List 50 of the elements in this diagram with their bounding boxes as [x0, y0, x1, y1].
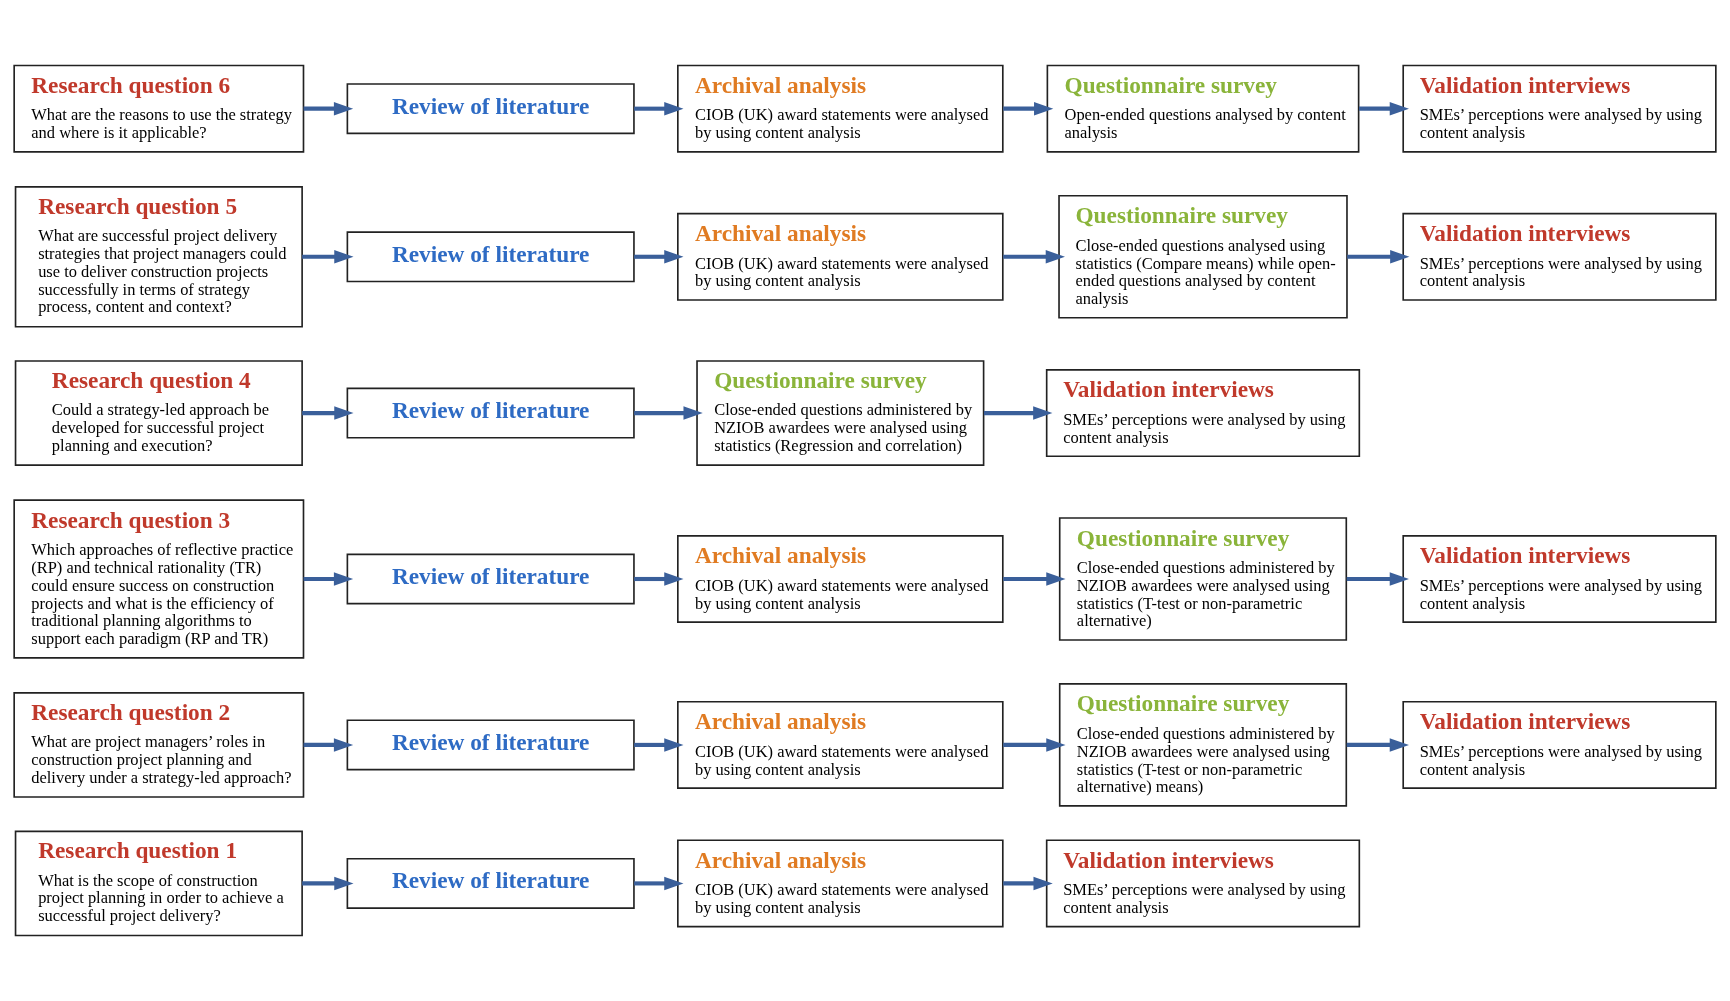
arrow: [1346, 738, 1409, 752]
arrow: [302, 876, 354, 891]
node-box: Review of literature: [346, 83, 635, 135]
arrow: [1359, 101, 1409, 116]
node-box: Research question 6 What are the reasons to use the strategy and where is it applicable?: [13, 64, 305, 153]
node-box: Research question 4 Could a strategy-led approach be developed for successful project planning and execution?: [14, 360, 303, 466]
arrow: [1003, 572, 1066, 586]
node-box: Validation interviews SMEs’ perceptions were analysed by using content analysis: [1402, 64, 1717, 153]
arrow: [634, 406, 703, 420]
node-box: Archival analysis CIOB (UK) award statements were analysed by using content analysis: [677, 64, 1004, 153]
node-box: Archival analysis CIOB (UK) award statements were analysed by using content analysis: [677, 700, 1004, 789]
arrow: [302, 250, 354, 264]
arrow: [1003, 876, 1053, 891]
node-box: Validation interviews SMEs’ perceptions were analysed by using content analysis: [1402, 700, 1717, 789]
arrow: [634, 250, 684, 264]
node-box: Questionnaire survey Close-ended questions administered by NZIOB awardees were analysed using statistics (Regression and correlation): [696, 360, 985, 466]
arrow: [1003, 738, 1066, 752]
node-box: Research question 1 What is the scope of construction project planning in order to achieve a successful project delivery?: [14, 830, 303, 937]
node-box: Questionnaire survey Close-ended questions analysed using statistics (Compare means) while open-ended questions analysed by content analysis: [1058, 194, 1348, 319]
arrow: [1003, 101, 1054, 116]
arrow: [302, 406, 354, 420]
arrow: [634, 738, 684, 752]
node-box: Review of literature: [346, 387, 635, 439]
arrow: [1347, 250, 1410, 264]
node-box: Questionnaire survey Close-ended questions administered by NZIOB awardees were analysed using statistics (T-test or non-parametric alternative) means): [1058, 683, 1348, 807]
node-box: Review of literature: [346, 857, 635, 909]
arrow: [634, 572, 684, 586]
arrow: [1346, 572, 1409, 586]
arrow: [303, 738, 354, 752]
node-box: Validation interviews SMEs’ perceptions were analysed by using content analysis: [1402, 212, 1717, 301]
arrow: [303, 572, 354, 586]
arrow: [303, 101, 354, 116]
node-box: Archival analysis CIOB (UK) award statements were analysed by using content analysis: [677, 535, 1004, 623]
node-box: Review of literature: [346, 553, 635, 605]
node-box: Research question 3 Which approaches of reflective practice (RP) and technical rationality (TR) could ensure success on construction projects and what is the efficiency of traditional planning algorithms to support each paradigm (RP and TR): [13, 499, 305, 659]
node-box: Validation interviews SMEs’ perceptions were analysed by using content analysis: [1045, 839, 1361, 928]
arrow: [983, 406, 1053, 420]
node-box: Archival analysis CIOB (UK) award statements were analysed by using content analysis: [677, 839, 1004, 928]
node-box: Questionnaire survey Open-ended questions analysed by content analysis: [1046, 64, 1360, 153]
node-box: Validation interviews SMEs’ perceptions were analysed by using content analysis: [1402, 535, 1717, 623]
node-box: Review of literature: [346, 231, 635, 283]
node-box: Questionnaire survey Close-ended questions administered by NZIOB awardees were analysed using statistics (T-test or non-parametric alternative): [1058, 517, 1348, 641]
node-box: Review of literature: [346, 719, 635, 771]
arrow: [634, 876, 684, 891]
node-box: Archival analysis CIOB (UK) award statements were analysed by using content analysis: [677, 212, 1004, 301]
node-box: Research question 5 What are successful project delivery strategies that project managers could use to deliver construction projects successfully in terms of strategy process, content and context?: [14, 186, 303, 328]
arrow: [634, 101, 684, 116]
arrow: [1003, 250, 1065, 264]
node-box: Research question 2 What are project managers’ roles in construction project planning and delivery under a strategy-led approach?: [13, 692, 305, 798]
node-box: Validation interviews SMEs’ perceptions were analysed by using content analysis: [1045, 369, 1361, 458]
